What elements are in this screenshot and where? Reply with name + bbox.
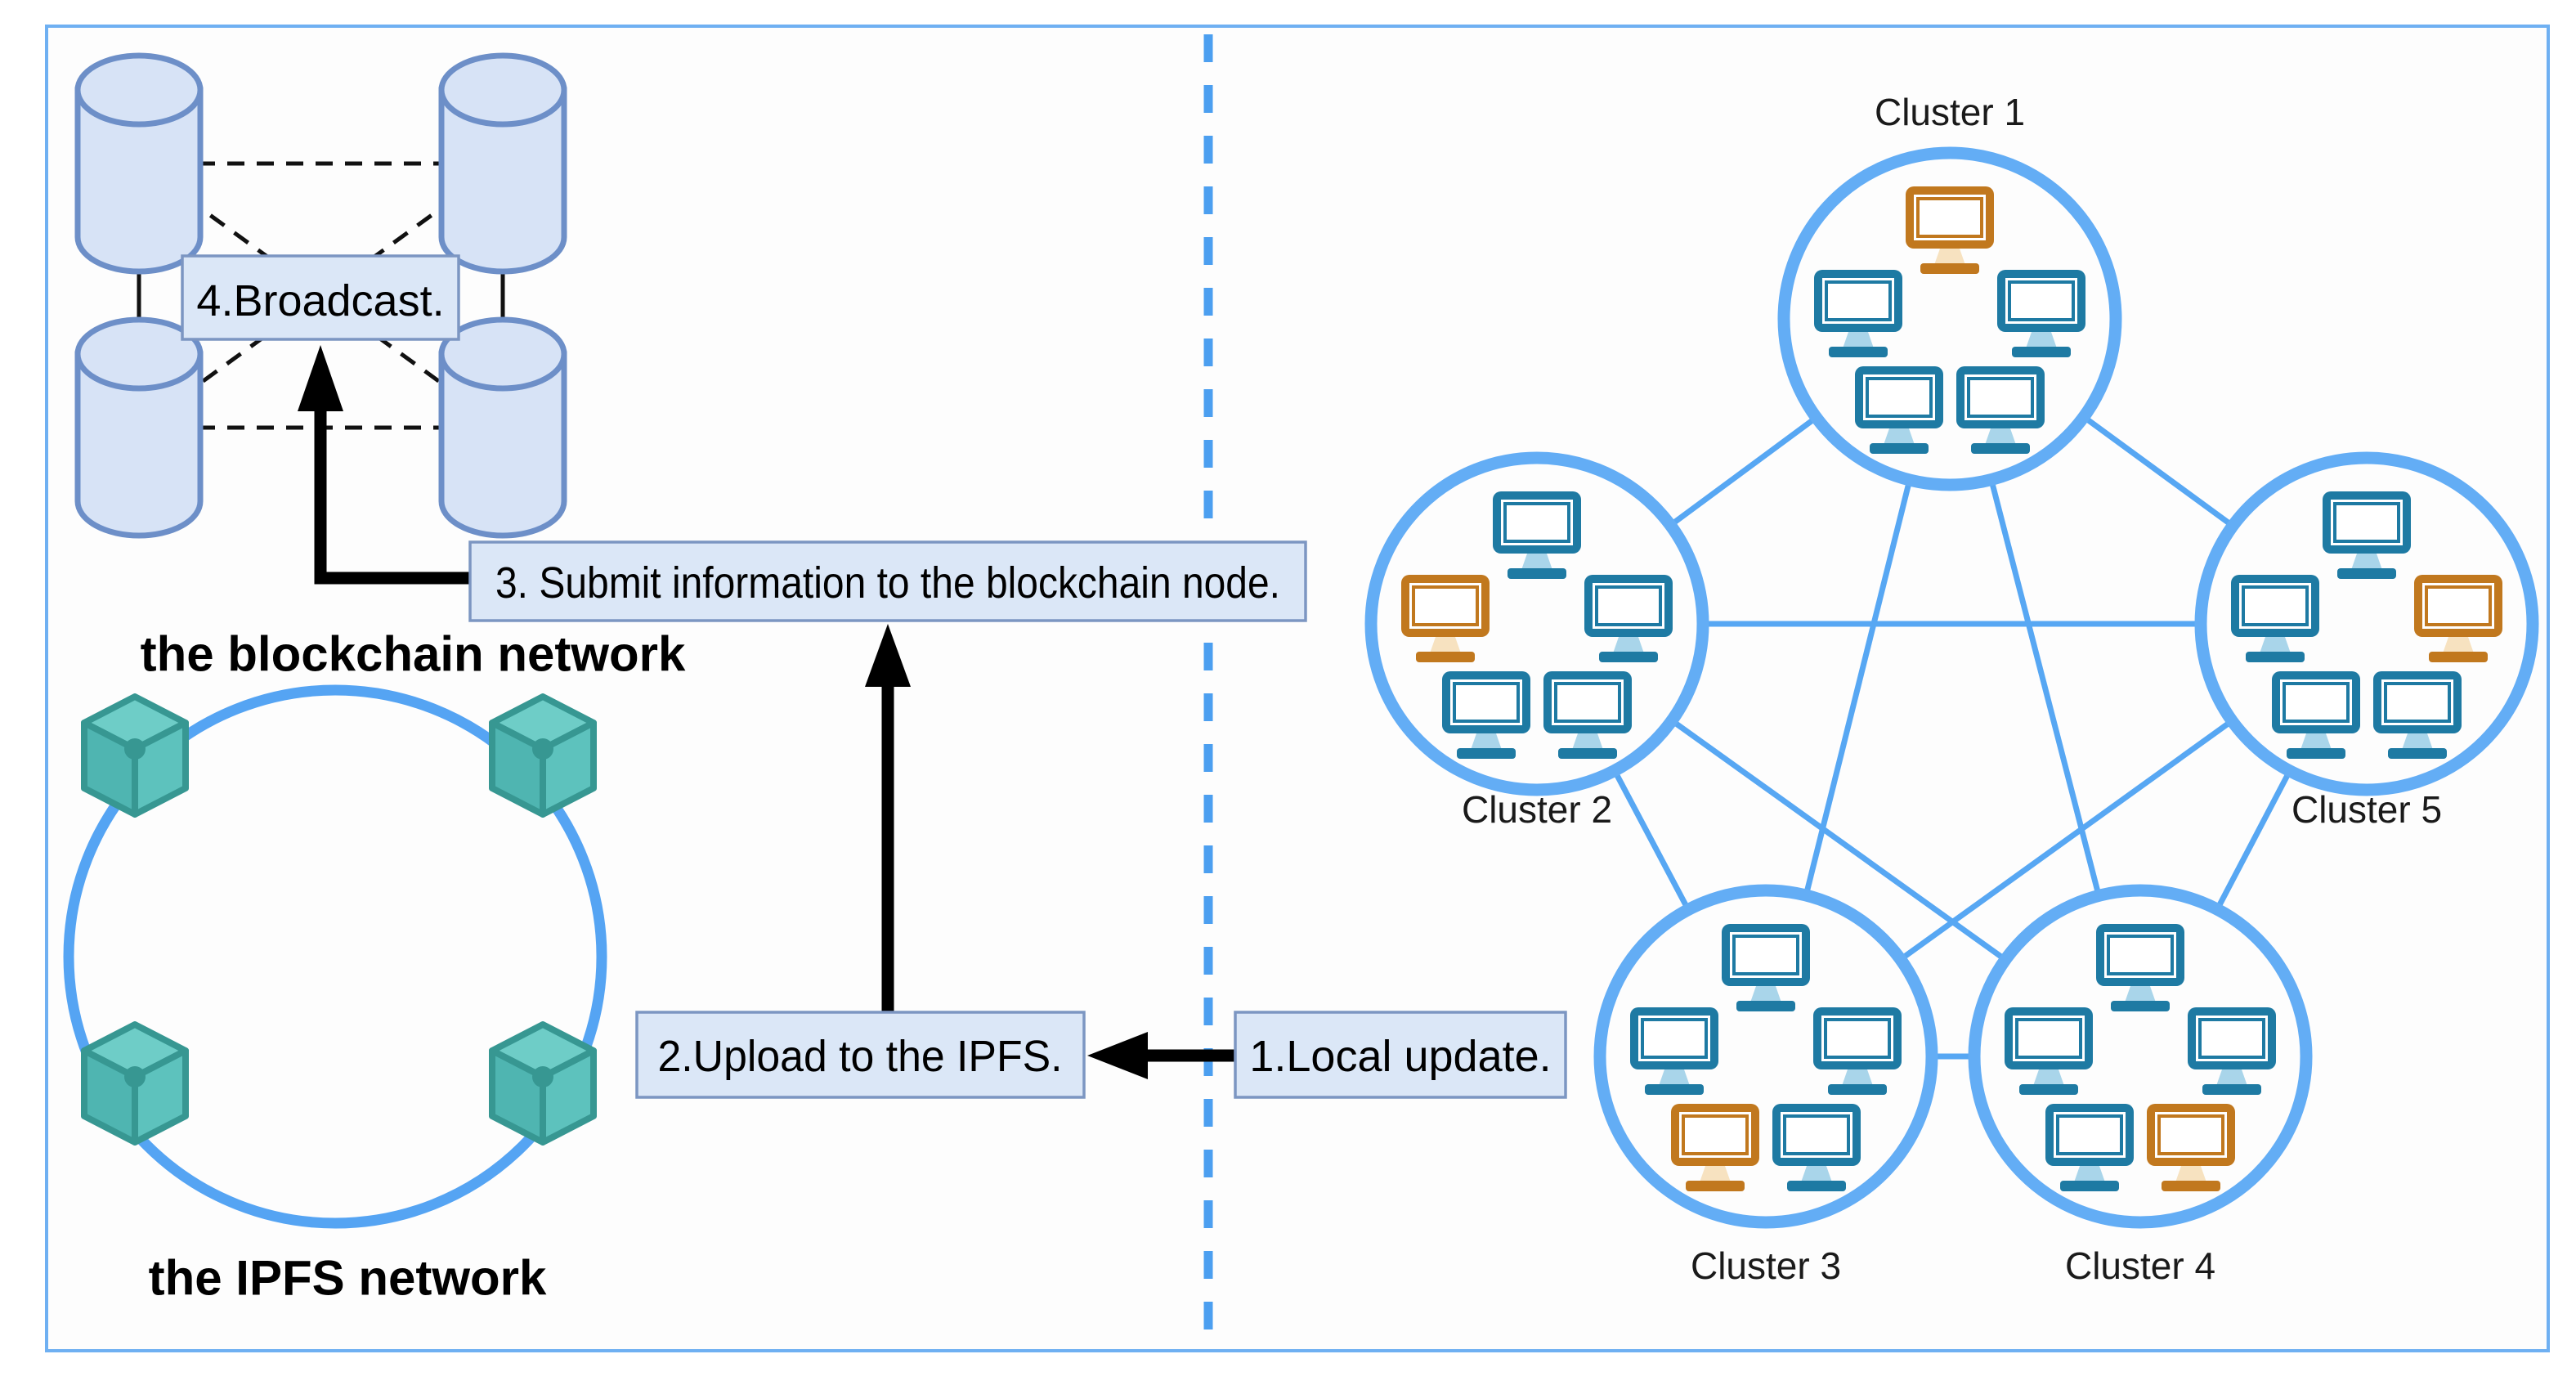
local-update-box-label: 1.Local update. (1249, 1032, 1551, 1081)
database-cylinder-icon (441, 56, 564, 271)
submit-box (468, 540, 1307, 622)
broadcast-arrow (314, 405, 472, 585)
cluster-5: Cluster 5 (2194, 451, 2539, 831)
local-update-box (1234, 1011, 1567, 1099)
computer-icon-orange (2414, 575, 2502, 662)
computer-icon-blue (1493, 491, 1581, 579)
computer-icon-orange (1906, 186, 1994, 274)
ipfs-circle (63, 684, 607, 1229)
cluster-nodes (1630, 924, 1902, 1191)
computer-icon-orange (1671, 1104, 1759, 1191)
cluster-1: Cluster 1 (1777, 91, 2122, 491)
computer-icon-blue (1997, 270, 2085, 357)
ipfs-cube-icon (84, 1025, 186, 1142)
cluster-label: Cluster 5 (2292, 788, 2442, 831)
cluster-nodes (1814, 186, 2085, 454)
database-cylinder-icon (441, 320, 564, 536)
cluster-nodes (1401, 491, 1673, 759)
cluster-4: Cluster 4 (1968, 884, 2313, 1287)
ipfs-cube-icon (492, 1025, 594, 1142)
blockchain-network-label: the blockchain network (141, 627, 686, 682)
upload-arrow-head (1087, 1032, 1148, 1079)
cluster-label: Cluster 4 (2065, 1244, 2215, 1287)
computer-icon-blue (2373, 671, 2462, 759)
computer-icon-blue (1772, 1104, 1861, 1191)
ipfs-cube-icon (492, 697, 594, 814)
cluster-network-group: Cluster 1 Cluster 2 Cluster 3 Cluster 4 … (1364, 91, 2539, 1287)
cluster-label: Cluster 1 (1875, 91, 2025, 133)
computer-icon-blue (2188, 1007, 2276, 1095)
cluster-2: Cluster 2 (1364, 451, 1709, 831)
upload-box-label: 2.Upload to the IPFS. (658, 1032, 1063, 1081)
computer-icon-blue (2323, 491, 2411, 579)
cluster-nodes (2231, 491, 2502, 759)
blockchain-network-group: 4.Broadcast. 3. Submit information to th… (78, 56, 1307, 682)
computer-icon-blue (1543, 671, 1632, 759)
computer-icon-blue (2096, 924, 2184, 1011)
submit-arrow-head (865, 624, 911, 687)
computer-icon-blue (1813, 1007, 1902, 1095)
upload-box (635, 1011, 1086, 1099)
cluster-nodes (2005, 924, 2276, 1191)
computer-icon-blue (1814, 270, 1902, 357)
ipfs-network-label: the IPFS network (149, 1251, 547, 1306)
ipfs-cube-icon (84, 697, 186, 814)
computer-icon-blue (2272, 671, 2360, 759)
broadcast-arrow-head (298, 345, 343, 411)
computer-icon-orange (2147, 1104, 2235, 1191)
update-steps-group: 2.Upload to the IPFS. 1.Local update. (635, 624, 1567, 1099)
computer-icon-blue (1722, 924, 1810, 1011)
cluster-label: Cluster 3 (1691, 1244, 1841, 1287)
ipfs-network-group: the IPFS network (63, 684, 607, 1306)
computer-icon-blue (2231, 575, 2319, 662)
computer-icon-blue (1584, 575, 1673, 662)
computer-icon-blue (1956, 366, 2045, 454)
computer-icon-blue (1442, 671, 1530, 759)
broadcast-box (181, 254, 460, 341)
computer-icon-blue (1630, 1007, 1718, 1095)
cluster-3: Cluster 3 (1593, 884, 1938, 1287)
database-cylinder-icon (78, 320, 200, 536)
submit-box-label: 3. Submit information to the blockchain … (495, 558, 1280, 608)
broadcast-box-label: 4.Broadcast. (196, 276, 444, 325)
computer-icon-orange (1401, 575, 1490, 662)
database-cylinder-icon (78, 56, 200, 271)
computer-icon-blue (2005, 1007, 2093, 1095)
computer-icon-blue (1855, 366, 1943, 454)
cluster-label: Cluster 2 (1462, 788, 1612, 831)
computer-icon-blue (2045, 1104, 2134, 1191)
